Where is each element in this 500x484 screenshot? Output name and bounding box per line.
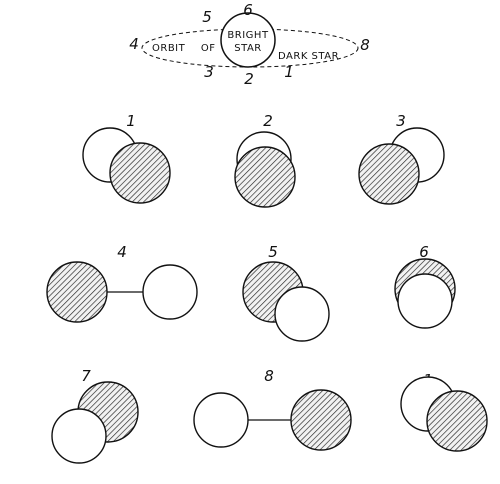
phase-6-label: 6 (419, 243, 429, 261)
dark-star (358, 143, 420, 205)
dark-star (234, 146, 296, 208)
phase-5: 5 (242, 243, 330, 342)
phase-1-label: 1 (126, 112, 136, 130)
phase-5-label: 5 (268, 243, 278, 261)
dark-star-label: DARK STAR (278, 51, 339, 62)
bright-star-label-line1: BRIGHT (227, 30, 269, 41)
orbit-position-4: 4 (129, 35, 139, 53)
phase-8: 8 (193, 367, 352, 451)
orbit-position-5: 5 (202, 8, 212, 26)
phase-4: 4 (46, 243, 198, 323)
phase-7: 7 (51, 367, 139, 464)
orbit-position-6: 6 (243, 1, 253, 19)
bright-star (220, 12, 276, 68)
phase-1-repeat: 1 (400, 371, 488, 452)
dark-star (290, 389, 352, 451)
orbit-position-1: 1 (284, 63, 294, 81)
phase-3: 3 (358, 112, 445, 205)
phase-2-label: 2 (263, 112, 273, 130)
phase-4-label: 4 (117, 243, 127, 261)
phase-8-label: 8 (264, 367, 274, 385)
dark-star (426, 390, 488, 452)
orbit-diagram: BRIGHT STAR ORBIT OF DARK STAR 6 5 4 8 3… (129, 1, 370, 88)
phase-7-label: 7 (81, 367, 91, 385)
phase-6: 6 (394, 243, 456, 329)
bright-star (142, 264, 198, 320)
dark-star (109, 142, 171, 204)
dark-star (46, 261, 108, 323)
phase-1: 1 (82, 112, 171, 204)
orbit-of-label: ORBIT OF (152, 43, 216, 54)
orbit-position-8: 8 (360, 36, 370, 54)
phase-2: 2 (234, 112, 296, 208)
bright-star (397, 273, 453, 329)
bright-star-label-line2: STAR (234, 43, 261, 54)
orbit-position-2: 2 (244, 70, 254, 88)
bright-star (51, 408, 107, 464)
bright-star (274, 286, 330, 342)
phase-3-label: 3 (396, 112, 406, 130)
bright-star (193, 392, 249, 448)
orbit-position-3: 3 (204, 63, 214, 81)
